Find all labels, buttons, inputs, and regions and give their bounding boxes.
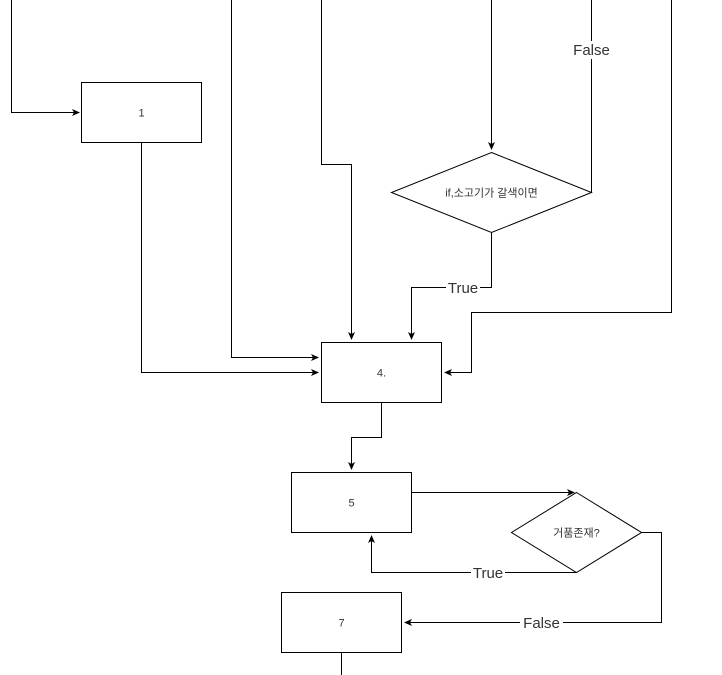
decision-beef-brown-shape[interactable] <box>390 151 593 234</box>
edge-top-to-node-4-top[interactable] <box>321 0 355 340</box>
edge-label-foam-false-text: False <box>523 615 560 632</box>
edge-top-to-node-1[interactable] <box>11 0 80 116</box>
edge-label-beef-false-text: False <box>573 42 610 59</box>
node-7[interactable]: 7 <box>281 592 402 653</box>
decision-foam-exists-shape[interactable] <box>510 491 643 574</box>
edge-label-foam-true-text: True <box>473 565 503 582</box>
edge-label-foam-true: True <box>471 564 505 582</box>
node-4-box[interactable] <box>321 342 442 403</box>
node-7-box[interactable] <box>281 592 402 653</box>
decision-beef-brown[interactable]: if,소고기가 갈색이면 <box>390 151 593 234</box>
decision-foam-exists-label: 거품존재? <box>553 527 600 540</box>
decision-beef-brown-label: if,소고기가 갈색이면 <box>445 186 538 200</box>
node-5-box[interactable] <box>291 472 412 533</box>
node-1-box[interactable] <box>81 82 202 143</box>
node-5-label: 5 <box>348 498 354 510</box>
edge-node-1-to-node-4[interactable] <box>141 142 319 376</box>
edge-label-beef-true: True <box>446 279 480 297</box>
node-1[interactable]: 1 <box>81 82 202 143</box>
edge-node-4-to-node-5[interactable] <box>348 402 382 470</box>
node-4[interactable]: 4. <box>321 342 442 403</box>
edges <box>11 0 672 675</box>
edge-top-to-node-4-left-upper[interactable] <box>231 0 319 361</box>
edge-label-beef-false: False <box>570 41 613 59</box>
edge-top-right-to-node-4[interactable] <box>444 0 672 376</box>
node-4-label: 4. <box>377 368 386 380</box>
edge-label-foam-false: False <box>520 614 563 632</box>
edge-label-beef-true-text: True <box>448 280 478 297</box>
decision-foam-exists[interactable]: 거품존재? <box>510 491 643 574</box>
node-7-label: 7 <box>338 618 344 630</box>
node-5[interactable]: 5 <box>291 472 412 533</box>
node-1-label: 1 <box>138 108 144 120</box>
edge-diamond-foam-true[interactable] <box>368 535 577 573</box>
